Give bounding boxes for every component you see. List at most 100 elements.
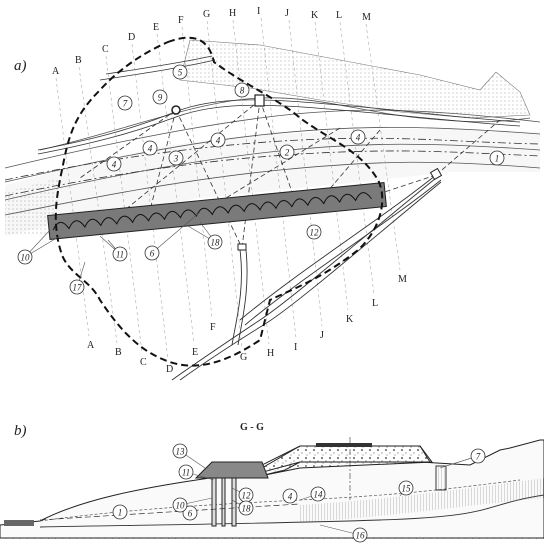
callout-circle bbox=[152, 89, 168, 105]
wall-members bbox=[211, 477, 237, 527]
grid-label-top: L bbox=[336, 10, 342, 21]
grid-label-top: K bbox=[311, 10, 319, 21]
callout-number: 13 bbox=[176, 447, 186, 457]
grid-label-bottom: E bbox=[192, 347, 198, 358]
section-line bbox=[339, 21, 375, 295]
grid-label-bottom: J bbox=[320, 330, 324, 341]
grid-label-bottom: G bbox=[240, 352, 247, 363]
callout-circle bbox=[112, 246, 128, 262]
terrain-surface bbox=[0, 439, 544, 539]
landslide-boundary bbox=[54, 36, 384, 367]
callout-number: 4 bbox=[356, 133, 361, 143]
callout-number: 18 bbox=[211, 238, 221, 248]
callout-number: 6 bbox=[150, 249, 155, 259]
callout-circle bbox=[17, 249, 33, 265]
drain-pipe-7 bbox=[37, 99, 521, 155]
callout-number: 18 bbox=[242, 504, 252, 514]
upper-slope-area bbox=[179, 39, 531, 119]
collector-pipe bbox=[171, 174, 442, 381]
callout-circle bbox=[306, 224, 322, 240]
callout-number: 15 bbox=[402, 484, 412, 494]
callout-circle bbox=[172, 497, 188, 513]
grid-label-top: A bbox=[52, 66, 60, 77]
grid-label-top: E bbox=[153, 22, 159, 33]
callout-number: 4 bbox=[288, 492, 293, 502]
callout-number: 9 bbox=[158, 93, 163, 103]
panel-a-label: a) bbox=[14, 58, 27, 74]
section-line bbox=[232, 19, 270, 345]
callout-number: 2 bbox=[285, 148, 290, 158]
callout-number: 12 bbox=[310, 228, 320, 238]
callout-circle bbox=[106, 156, 122, 172]
well-9 bbox=[171, 105, 181, 115]
callout-number: 12 bbox=[242, 491, 252, 501]
callout-circle bbox=[238, 500, 254, 516]
callout-leader bbox=[151, 211, 201, 254]
callout-number: 11 bbox=[182, 468, 190, 478]
section-line bbox=[314, 21, 349, 311]
lower-slope-area bbox=[5, 128, 540, 236]
slip-surface bbox=[39, 479, 521, 522]
section-line bbox=[55, 77, 90, 337]
callout-circle bbox=[310, 486, 326, 502]
callout-circle bbox=[210, 132, 226, 148]
embankment-cap bbox=[316, 443, 372, 447]
grid-label-bottom: M bbox=[398, 274, 407, 285]
grid-label-bottom: L bbox=[372, 298, 378, 309]
grid-label-top: G bbox=[203, 9, 210, 20]
shaft-south bbox=[237, 243, 247, 251]
shaft-8 bbox=[254, 94, 265, 107]
section-line bbox=[105, 55, 143, 354]
cap-13 bbox=[194, 461, 269, 479]
callout-circle bbox=[470, 448, 486, 464]
callout-circle bbox=[207, 234, 223, 250]
grid-label-top: H bbox=[229, 8, 236, 19]
callout-number: 5 bbox=[178, 68, 183, 78]
callout-number: 4 bbox=[112, 160, 117, 170]
retaining-wall-band bbox=[47, 182, 387, 240]
grid-label-bottom: D bbox=[166, 364, 173, 375]
callout-circle bbox=[168, 150, 184, 166]
callout-number: 1 bbox=[118, 508, 123, 518]
grid-label-bottom: B bbox=[115, 347, 122, 358]
section-line bbox=[206, 20, 243, 349]
callout-circle bbox=[234, 82, 250, 98]
grid-label-top: C bbox=[102, 44, 109, 55]
callout-circle bbox=[172, 443, 188, 459]
section-line bbox=[156, 33, 195, 344]
grid-label-top: J bbox=[285, 8, 289, 19]
grid-label-bottom: C bbox=[140, 357, 147, 368]
callout-number: 14 bbox=[314, 490, 324, 500]
callout-number: 4 bbox=[216, 136, 221, 146]
panel-b-label: b) bbox=[14, 423, 27, 439]
shaft-east bbox=[429, 167, 443, 181]
callout-number: 4 bbox=[148, 144, 153, 154]
section-line bbox=[131, 43, 169, 361]
callout-number: 8 bbox=[240, 86, 245, 96]
callout-circle bbox=[178, 464, 194, 480]
callout-circle bbox=[142, 140, 158, 156]
callout-circle bbox=[489, 150, 505, 166]
stipple-band-west bbox=[5, 178, 60, 236]
section-line bbox=[181, 26, 213, 319]
section-lines bbox=[55, 17, 401, 361]
callout-circle bbox=[112, 504, 128, 520]
grid-label-top: B bbox=[75, 55, 82, 66]
callout-number: 7 bbox=[476, 452, 481, 462]
grid-label-bottom: I bbox=[294, 342, 297, 353]
grid-label-bottom: A bbox=[87, 340, 95, 351]
grid-label-bottom: K bbox=[346, 314, 354, 325]
axis-lines bbox=[4, 137, 541, 197]
shaft-7-section bbox=[435, 465, 447, 491]
stratum-hatch bbox=[300, 478, 544, 522]
callout-circle bbox=[182, 505, 198, 521]
callout-number: 10 bbox=[176, 501, 186, 511]
grid-label-bottom: F bbox=[210, 322, 216, 333]
callout-circle bbox=[144, 245, 160, 261]
callout-number: 11 bbox=[116, 250, 124, 260]
